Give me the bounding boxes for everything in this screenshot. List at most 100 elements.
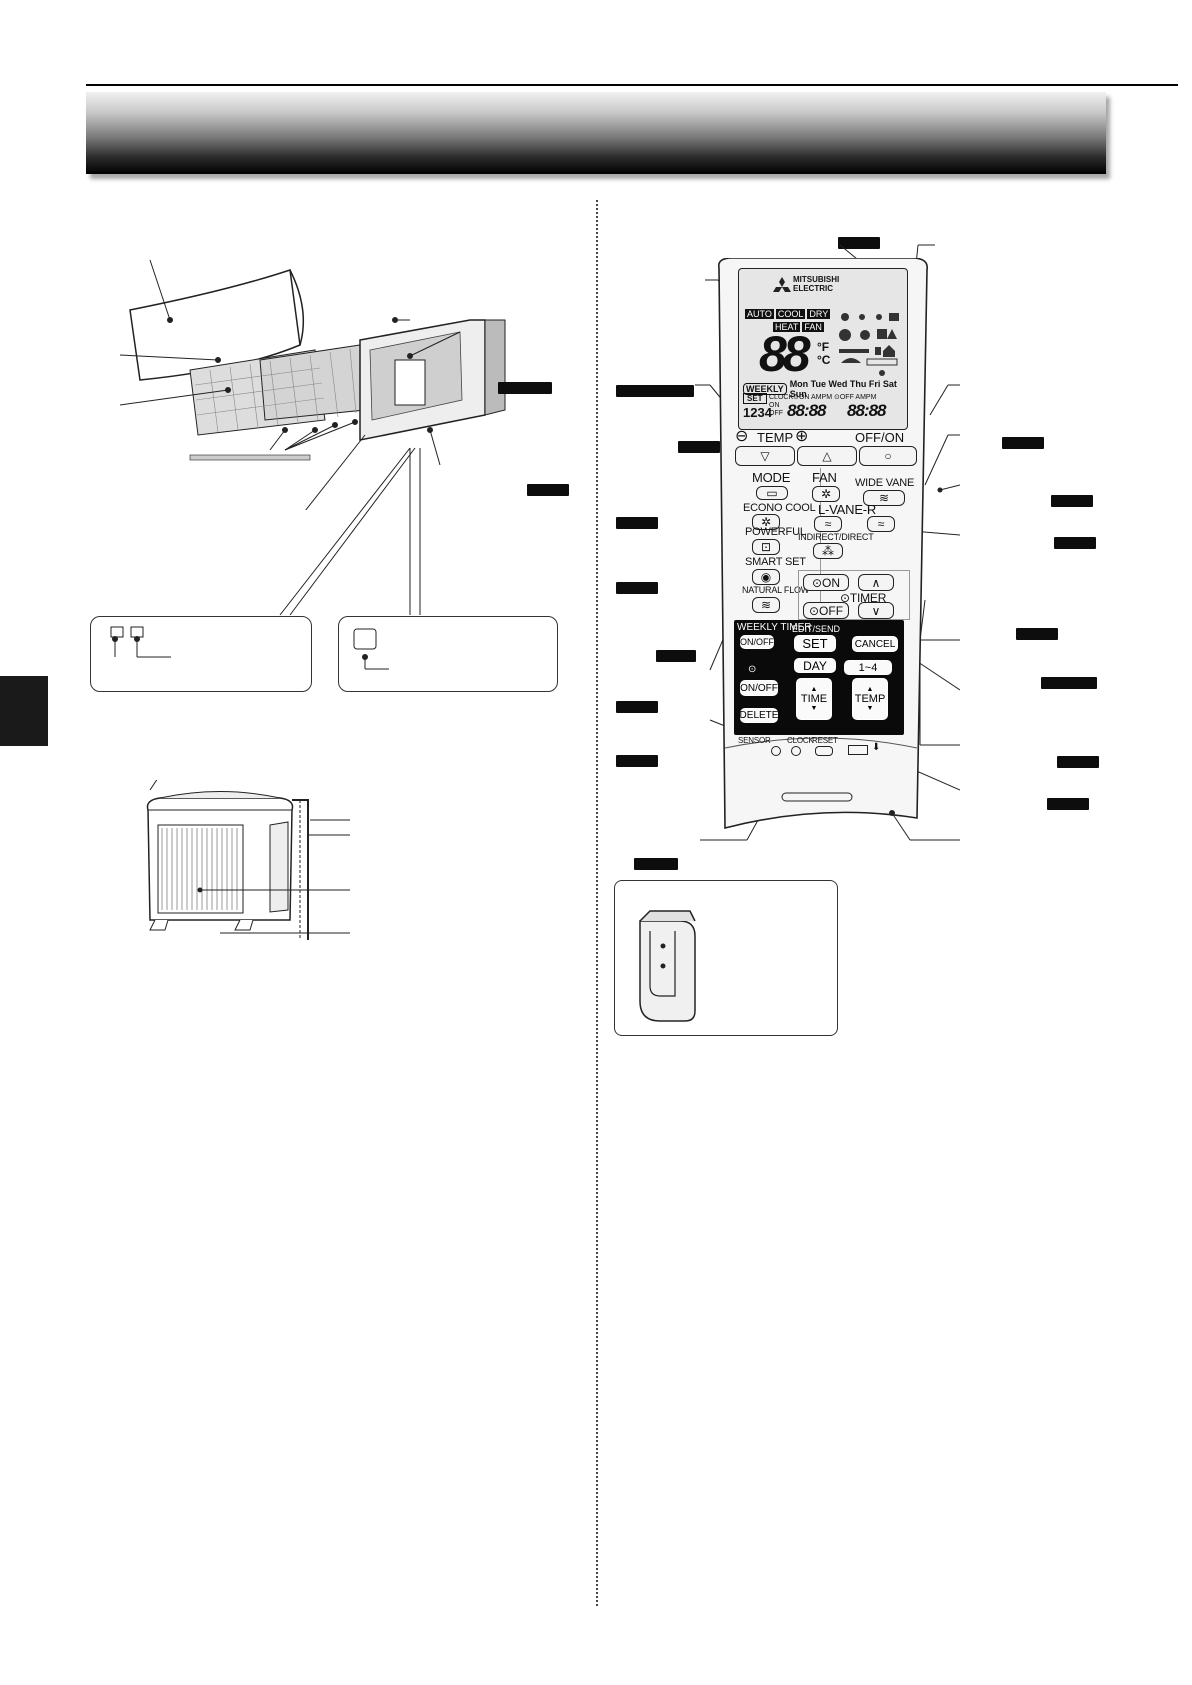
mode-dry: DRY xyxy=(807,309,831,319)
section-tag xyxy=(1016,628,1058,640)
edit-send-label: EDIT/SEND xyxy=(792,624,841,634)
arrow-down-icon: ⬇ xyxy=(872,742,881,753)
callout-leaders xyxy=(279,447,421,616)
wide-vane-label: WIDE VANE xyxy=(855,477,915,489)
section-tag xyxy=(656,650,696,662)
indicator-callout xyxy=(90,616,312,692)
econo-cool-label: ECONO COOL xyxy=(743,502,816,514)
fan-label: FAN xyxy=(812,470,837,485)
program-numbers: 1234 xyxy=(743,405,772,420)
section-tag xyxy=(1047,798,1089,810)
temp-units: °F°C xyxy=(817,340,831,367)
temp-label: TEMP xyxy=(757,430,794,445)
weekly-indicator: WEEKLY xyxy=(743,383,787,395)
indirect-direct-label: INDIRECT/DIRECT xyxy=(798,532,874,542)
l-vane-r-label: L-VANE-R xyxy=(818,502,877,517)
timer-label: ⊙TIMER xyxy=(840,591,887,605)
day-button[interactable]: DAY xyxy=(794,658,836,673)
mode-heat: HEAT xyxy=(773,322,801,332)
section-tag xyxy=(616,517,658,529)
clock-line: CLOCK⊙ON AMPM ⊙OFF AMPM xyxy=(769,394,877,401)
weekly-temp-button[interactable]: ▲TEMP▼ xyxy=(852,678,888,720)
natural-flow-button[interactable]: ≋ xyxy=(752,597,780,613)
clock-button[interactable] xyxy=(791,746,801,756)
mode-row-1: AUTO COOL DRY xyxy=(745,309,831,319)
section-tab xyxy=(0,676,48,746)
receiver-callout xyxy=(338,616,558,692)
section-tag xyxy=(838,237,880,249)
reset-label: RESET xyxy=(812,736,838,745)
temp-down-button[interactable]: ▽ xyxy=(735,446,795,466)
mode-cool: COOL xyxy=(775,309,806,319)
top-rule xyxy=(86,84,1178,86)
mode-row-2: HEAT FAN xyxy=(773,322,824,332)
cancel-button[interactable]: CANCEL xyxy=(852,636,898,652)
section-tag xyxy=(616,755,658,767)
smart-set-button[interactable]: ◉ xyxy=(752,569,780,585)
mitsubishi-logo-icon xyxy=(773,277,791,292)
set-button[interactable]: SET xyxy=(794,635,836,652)
time-button[interactable]: ▲TIME▼ xyxy=(796,678,832,720)
weekly-row: WEEKLY Mon Tue Wed Thu Fri Sat Sun xyxy=(743,379,907,399)
plus-icon: ⊕ xyxy=(795,428,809,445)
section-tag xyxy=(678,441,720,453)
top-row-labels: ⊖ TEMP ⊕ OFF/ON xyxy=(735,428,915,445)
temp-up-button[interactable]: △ xyxy=(797,446,857,466)
outdoor-unit-illustration xyxy=(146,780,350,940)
section-tag xyxy=(1041,677,1097,689)
off-on-button[interactable]: ○ xyxy=(859,446,917,466)
section-tag xyxy=(1002,437,1044,449)
off-on-label: OFF/ON xyxy=(855,430,905,445)
section-tag xyxy=(498,382,552,394)
section-tag xyxy=(616,582,658,594)
weekly-on-off-2-button[interactable]: ON/OFF xyxy=(740,680,778,696)
mode-button[interactable]: ▭ xyxy=(756,486,788,500)
clock-icon: ⊙ xyxy=(748,664,757,675)
lcd-status-icons xyxy=(839,313,899,376)
section-tag xyxy=(1051,495,1093,507)
column-divider xyxy=(596,200,598,1606)
weekly-timer-panel: WEEKLY TIMER ON/OFF EDIT/SEND SET CANCEL… xyxy=(734,620,904,735)
section-tag xyxy=(616,385,694,397)
left-vane-button[interactable]: ≈ xyxy=(814,516,842,532)
battery-icon xyxy=(848,745,868,755)
timer-down-button[interactable]: ∨ xyxy=(858,602,894,619)
set-indicator: SET xyxy=(743,393,767,404)
timer-up-button[interactable]: ∧ xyxy=(858,574,894,591)
minus-icon: ⊖ xyxy=(735,428,749,445)
timer-box xyxy=(798,570,910,620)
timer-off-button[interactable]: ⊙OFF xyxy=(803,602,849,619)
fan-button[interactable]: ✲ xyxy=(812,486,840,502)
temp-digits: 88 xyxy=(759,326,811,382)
delete-button[interactable]: DELETE xyxy=(739,708,779,723)
days-of-week: Mon Tue Wed Thu Fri Sat Sun xyxy=(789,379,897,399)
smart-set-label: SMART SET xyxy=(745,556,806,568)
section-tag xyxy=(1054,537,1096,549)
program-range-button[interactable]: 1~4 xyxy=(844,660,892,675)
econo-cool-button[interactable]: ✲ xyxy=(752,514,780,530)
indoor-unit-illustration xyxy=(119,259,506,510)
right-vane-button[interactable]: ≈ xyxy=(867,516,895,532)
sensor-button[interactable] xyxy=(771,746,781,756)
reset-button[interactable] xyxy=(815,746,833,756)
powerful-button[interactable]: ⊡ xyxy=(752,539,780,555)
time-digits-off: 88:88 xyxy=(847,401,886,420)
section-tag xyxy=(1057,756,1099,768)
header-banner xyxy=(86,92,1106,174)
mode-fan: FAN xyxy=(802,322,824,332)
wide-vane-button[interactable]: ≋ xyxy=(863,490,905,506)
section-tag xyxy=(527,484,569,496)
sensor-label: SENSOR xyxy=(738,736,771,745)
indirect-direct-button[interactable]: ⁂ xyxy=(813,543,843,559)
mode-label: MODE xyxy=(752,470,791,485)
timer-on-button[interactable]: ⊙ON xyxy=(803,574,849,591)
remote-holder-callout xyxy=(614,880,838,1036)
section-tag xyxy=(616,701,658,713)
remote-holder-illustration xyxy=(639,910,696,1022)
weekly-timer-label: WEEKLY TIMER xyxy=(737,622,812,633)
weekly-on-off-button[interactable]: ON/OFF xyxy=(740,635,774,649)
section-tag xyxy=(634,858,678,870)
